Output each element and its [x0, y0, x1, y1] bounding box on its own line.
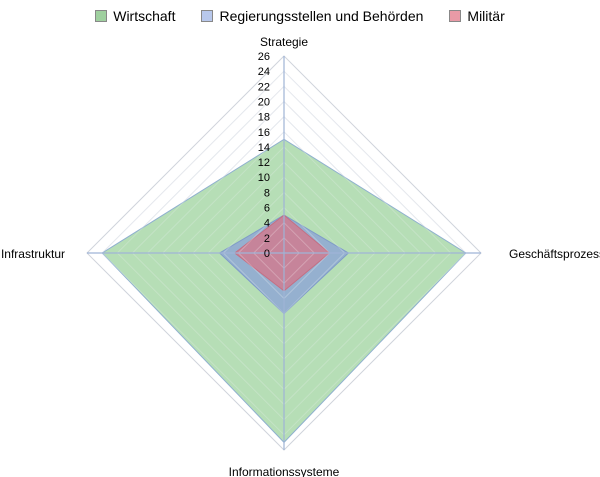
tick-label-4: 4 — [264, 218, 270, 230]
legend-label-regierungsstellen: Regierungsstellen und Behörden — [219, 8, 424, 24]
tick-label-16: 16 — [258, 127, 270, 139]
tick-label-10: 10 — [258, 172, 270, 184]
axis-label-0: Strategie — [260, 35, 308, 49]
tick-label-24: 24 — [258, 66, 270, 78]
legend-label-militaer: Militär — [467, 8, 505, 24]
tick-label-6: 6 — [264, 203, 270, 215]
legend-swatch-regierungsstellen — [201, 10, 214, 22]
tick-label-8: 8 — [264, 187, 270, 199]
axis-label-3: Infrastruktur — [1, 247, 65, 261]
legend-label-wirtschaft: Wirtschaft — [113, 8, 176, 24]
tick-label-18: 18 — [258, 112, 270, 124]
tick-label-0: 0 — [264, 248, 270, 260]
legend: Wirtschaft Regierungsstellen und Behörde… — [0, 6, 600, 26]
legend-swatch-wirtschaft — [95, 10, 108, 22]
axis-label-2: Informationssysteme — [229, 465, 340, 477]
legend-item-wirtschaft[interactable]: Wirtschaft — [95, 8, 175, 24]
tick-label-20: 20 — [258, 96, 270, 108]
tick-label-26: 26 — [258, 51, 270, 63]
tick-label-22: 22 — [258, 81, 270, 93]
legend-swatch-militaer — [449, 10, 462, 22]
axis-label-1: Geschäftsprozesse — [509, 247, 600, 261]
legend-item-militaer[interactable]: Militär — [449, 8, 505, 24]
tick-label-12: 12 — [258, 157, 270, 169]
tick-label-14: 14 — [258, 142, 270, 154]
tick-label-2: 2 — [264, 233, 270, 245]
legend-item-regierungsstellen[interactable]: Regierungsstellen und Behörden — [201, 8, 423, 24]
